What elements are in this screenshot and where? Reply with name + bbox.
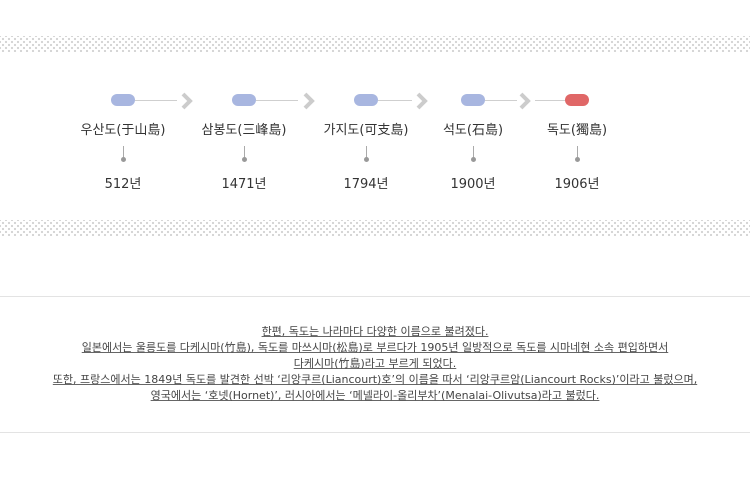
timeline-marker — [461, 94, 485, 106]
timeline-marker-current — [565, 94, 589, 106]
timeline-year: 1794년 — [343, 177, 389, 192]
timeline-marker — [232, 94, 256, 106]
timeline-stem — [366, 146, 367, 158]
chevron-right-icon — [516, 92, 534, 110]
dotted-band-bottom — [0, 220, 750, 236]
name-timeline: 우산도(于山島) 512년 삼봉도(三峰島) 1471년 가지도(可支島) 17… — [0, 88, 750, 198]
timeline-connector — [135, 100, 177, 101]
description-text: 한편, 독도는 나라마다 다양한 이름으로 불려졌다. 일본에서는 울릉도를 다… — [0, 324, 750, 404]
timeline-dot — [364, 157, 369, 162]
timeline-stem — [244, 146, 245, 158]
chevron-right-icon — [178, 92, 196, 110]
divider — [0, 296, 750, 297]
timeline-dot — [471, 157, 476, 162]
timeline-stem — [577, 146, 578, 158]
description-line: 한편, 독도는 나라마다 다양한 이름으로 불려졌다. — [261, 325, 489, 338]
timeline-connector — [256, 100, 298, 101]
chevron-right-icon — [300, 92, 318, 110]
timeline-dot — [242, 157, 247, 162]
dotted-band-top — [0, 36, 750, 52]
timeline-stem — [123, 146, 124, 158]
timeline-connector — [485, 100, 517, 101]
timeline-marker — [354, 94, 378, 106]
description-line: 다케시마(竹島)라고 부르게 되었다. — [293, 357, 457, 370]
timeline-connector — [535, 100, 565, 101]
timeline-name: 석도(石島) — [442, 123, 504, 138]
timeline-year: 1900년 — [450, 177, 496, 192]
timeline-year: 1471년 — [221, 177, 267, 192]
timeline-stem — [473, 146, 474, 158]
timeline-name: 삼봉도(三峰島) — [201, 123, 287, 138]
description-line: 영국에서는 ‘호넷(Hornet)’, 러시아에서는 ‘메넬라이-올리부차’(M… — [150, 389, 600, 402]
timeline-name: 독도(獨島) — [546, 123, 608, 138]
chevron-right-icon — [413, 92, 431, 110]
description-line: 일본에서는 울릉도를 다케시마(竹島), 독도를 마쓰시마(松島)로 부르다가 … — [81, 341, 669, 354]
description-line: 또한, 프랑스에서는 1849년 독도를 발견한 선박 ‘리앙쿠르(Lianco… — [52, 373, 698, 386]
timeline-year: 512년 — [104, 177, 142, 192]
timeline-name: 가지도(可支島) — [323, 123, 409, 138]
timeline-dot — [121, 157, 126, 162]
timeline-marker — [111, 94, 135, 106]
divider — [0, 432, 750, 433]
timeline-connector — [378, 100, 412, 101]
timeline-year: 1906년 — [554, 177, 600, 192]
timeline-dot — [575, 157, 580, 162]
timeline-name: 우산도(于山島) — [80, 123, 166, 138]
